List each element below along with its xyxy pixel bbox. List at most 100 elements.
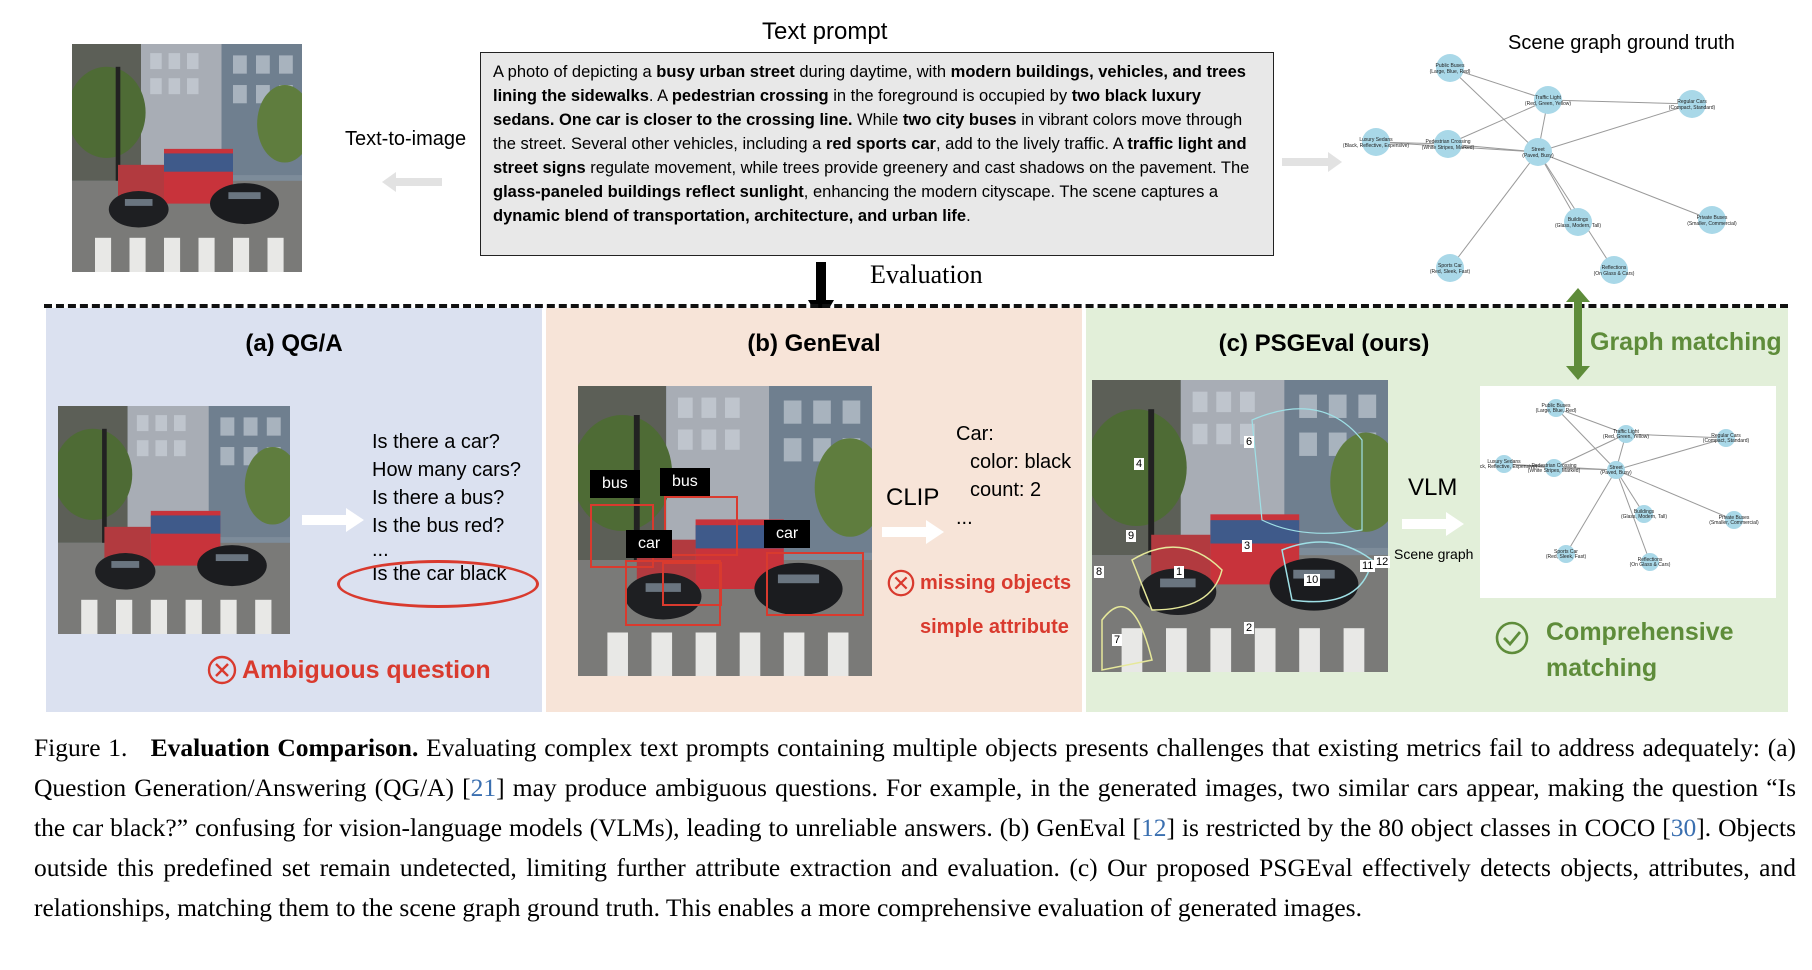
graph-node: Traffic Light(Red, Green, Yellow) bbox=[1603, 425, 1649, 443]
prompt-segment: While bbox=[852, 111, 903, 129]
question-list: Is there a car? How many cars? Is there … bbox=[372, 428, 521, 588]
segment-id: 12 bbox=[1374, 556, 1391, 568]
right-arrow-icon bbox=[1282, 152, 1342, 172]
panel-b-problem-1: missing objects bbox=[886, 568, 1071, 598]
graph-node-attributes: (Red, Green, Yellow) bbox=[1525, 101, 1571, 107]
clip-output: Car: color: black count: 2 ... bbox=[956, 420, 1071, 532]
segment-id: 11 bbox=[1360, 560, 1376, 572]
graph-node-circle bbox=[1557, 545, 1575, 563]
graph-node-attributes: (White Stripes, Marked) bbox=[1422, 145, 1475, 151]
prompt-segment: busy urban street bbox=[656, 63, 795, 81]
text-prompt-label: Text prompt bbox=[762, 18, 888, 45]
graph-node-label: Sports Car bbox=[1554, 549, 1578, 555]
car-label-2: car bbox=[764, 520, 811, 548]
scene-graph-ground-truth: Public Buses(Large, Blue, Red) Traffic Li… bbox=[1340, 44, 1776, 300]
graph-node-attributes: (Red, Green, Yellow) bbox=[1603, 434, 1649, 440]
prompt-segment: . A bbox=[648, 87, 672, 105]
graph-node: Buildings(Glass, Modern, Tall) bbox=[1621, 505, 1667, 523]
segment-id: 3 bbox=[1242, 540, 1253, 552]
graph-node-label: Luxury Sedans bbox=[1487, 459, 1521, 465]
output-line: ... bbox=[956, 507, 973, 529]
ambiguous-highlight-ellipse bbox=[337, 560, 539, 608]
prompt-segment: traffic light and street signs bbox=[493, 135, 1247, 177]
graph-edge bbox=[1555, 407, 1617, 471]
prompt-segment: A photo of depicting a bbox=[493, 63, 657, 81]
graph-node-label: Pedestrian Crossing bbox=[1531, 463, 1576, 469]
graph-node-attributes: (Smaller, Commercial) bbox=[1687, 221, 1737, 227]
graph-node-label: Public Buses bbox=[1436, 63, 1465, 69]
graph-node-label: Traffic Light bbox=[1535, 95, 1561, 101]
graph-node-attributes: (Smaller, Commercial) bbox=[1709, 520, 1759, 526]
graph-node-circle bbox=[1495, 455, 1513, 473]
graph-node-circle bbox=[1698, 206, 1726, 234]
segment-id: 8 bbox=[1094, 566, 1105, 578]
prompt-segment: two city buses bbox=[902, 111, 1017, 129]
graph-node: Luxury Sedans(Black, Reflective, Expensi… bbox=[1471, 455, 1537, 473]
bus-box-2 bbox=[664, 496, 738, 556]
caption-text: ]. Objects outside this predefined set r… bbox=[34, 813, 1797, 922]
graph-node: Regular Cars(Compact, Standard) bbox=[1703, 429, 1750, 447]
prompt-segment: regulate movement, while trees provide g… bbox=[585, 159, 1250, 177]
output-line: color: black bbox=[970, 451, 1072, 473]
graph-node-label: Regular Cars bbox=[1677, 99, 1707, 105]
graph-node-label: Private Buses bbox=[1697, 215, 1728, 221]
graph-matching-arrow-icon bbox=[1566, 288, 1590, 380]
segment-id: 6 bbox=[1244, 436, 1255, 448]
graph-edge bbox=[1449, 67, 1549, 101]
graph-edge bbox=[1537, 103, 1693, 153]
graph-node-circle bbox=[1534, 86, 1562, 114]
graph-node: Sports Car(Red, Sleek, Fast) bbox=[1430, 254, 1470, 282]
caption-text: ] is restricted by the 80 object classes… bbox=[1166, 813, 1671, 842]
panel-a-arrow-icon bbox=[302, 508, 364, 532]
figure-number: Figure 1. bbox=[34, 733, 128, 762]
dashed-divider bbox=[44, 304, 1788, 308]
graph-edge bbox=[1449, 151, 1539, 269]
bus-label-2: bus bbox=[660, 468, 710, 496]
panel-a-image bbox=[58, 406, 290, 634]
question-item: ... bbox=[372, 539, 389, 561]
graph-node: Public Buses(Large, Blue, Red) bbox=[1430, 54, 1471, 82]
caption-text: Evaluating complex text prompts containi… bbox=[34, 733, 1796, 802]
graph-node-attributes: (Paved, Busy) bbox=[1522, 153, 1554, 159]
graph-node-label: Pedestrian Crossing bbox=[1425, 139, 1470, 145]
graph-node-attributes: (White Stripes, Marked) bbox=[1528, 468, 1581, 474]
panel-b-arrow-icon bbox=[882, 520, 944, 544]
prompt-segment: , enhancing the modern cityscape. The sc… bbox=[803, 183, 1219, 201]
citation-link[interactable]: 12 bbox=[1141, 813, 1167, 842]
segment-id: 1 bbox=[1174, 566, 1185, 578]
graph-edge bbox=[1615, 469, 1651, 563]
text-to-image-label: Text-to-image bbox=[345, 128, 467, 150]
graph-node: Public Buses(Large, Blue, Red) bbox=[1536, 399, 1577, 417]
predicted-scene-graph: Public Buses(Large, Blue, Red) Traffic Li… bbox=[1471, 386, 1776, 598]
graph-node: Reflections(On Glass & Cars) bbox=[1630, 553, 1671, 571]
graph-node: Sports Car(Red, Sleek, Fast) bbox=[1546, 545, 1586, 563]
question-item: How many cars? bbox=[372, 459, 521, 481]
scene-graph-caption: Scene graph bbox=[1394, 546, 1474, 562]
citation-link[interactable]: 21 bbox=[470, 773, 497, 802]
result-line: Comprehensive bbox=[1546, 618, 1734, 646]
question-item: Is there a car? bbox=[372, 431, 500, 453]
graph-node-attributes: (Glass, Modern, Tall) bbox=[1555, 223, 1601, 229]
prompt-segment: in the foreground is occupied by bbox=[828, 87, 1072, 105]
prompt-segment: during daytime, with bbox=[794, 63, 951, 81]
caption-text: ] may produce ambiguous questions. For e… bbox=[34, 773, 1796, 842]
graph-node: Buildings(Glass, Modern, Tall) bbox=[1555, 208, 1601, 236]
panel-c-segmented-image bbox=[1092, 380, 1388, 672]
citation-link[interactable]: 30 bbox=[1670, 813, 1697, 842]
graph-node-attributes: (Black, Reflective, Expensive) bbox=[1343, 143, 1409, 149]
car-box-3 bbox=[766, 552, 864, 616]
graph-node-attributes: (Large, Blue, Red) bbox=[1430, 69, 1471, 75]
graph-node-attributes: (Paved, Busy) bbox=[1600, 470, 1632, 476]
graph-node-circle bbox=[1545, 459, 1563, 477]
graph-edge bbox=[1553, 467, 1617, 471]
graph-node: Private Buses(Smaller, Commercial) bbox=[1687, 206, 1737, 234]
x-circle-icon bbox=[207, 655, 237, 685]
graph-node-circle bbox=[1524, 138, 1552, 166]
graph-node-attributes: (On Glass & Cars) bbox=[1630, 562, 1671, 568]
panel-c-result: Comprehensive matching bbox=[1546, 614, 1734, 686]
segment-id: 2 bbox=[1244, 622, 1255, 634]
prompt-segment: modern buildings, vehicles, and trees li… bbox=[493, 63, 1246, 105]
text-prompt-box: A photo of depicting a busy urban street… bbox=[480, 52, 1274, 256]
prompt-segment: . bbox=[966, 207, 971, 225]
car-box-2 bbox=[662, 562, 722, 606]
